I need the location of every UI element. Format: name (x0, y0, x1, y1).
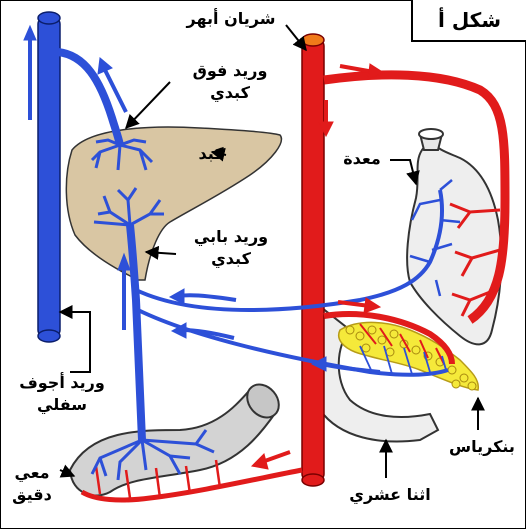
hepatic-vein-label-line2: كبدي (170, 82, 290, 104)
figure-title: شكل أ (411, 0, 526, 42)
vena-cava-label-line2: سفلي (4, 394, 120, 416)
aorta-bottom (302, 474, 324, 486)
aorta-vessel (302, 40, 324, 480)
stomach-shape (407, 140, 501, 344)
portal-vein-label: وريد بابي كبدي (176, 226, 286, 270)
portal-vein-label-line2: كبدي (176, 248, 286, 270)
stomach-label: معدة (334, 148, 390, 170)
duodenum-label: اثنا عشري (340, 484, 440, 506)
aorta-cap (302, 34, 324, 46)
hepatic-vein (58, 52, 120, 145)
liver-label: كبد (186, 143, 236, 165)
vena-cava-top (38, 12, 60, 24)
vena-cava-label: وريد أجوف سفلي (4, 372, 120, 416)
vena-cava-vessel (38, 18, 60, 336)
hepatic-vein-label: وريد فوق كبدي (170, 60, 290, 104)
hepatic-vein-label-line1: وريد فوق (170, 60, 290, 82)
esophagus-opening (419, 129, 443, 139)
small-intestine-label: معي دقيق (4, 462, 60, 506)
vena-cava-bottom (38, 330, 60, 342)
aorta-label: شريان أبهر (176, 8, 286, 30)
small-intestine-label-line1: معي (4, 462, 60, 484)
small-intestine-label-line2: دقيق (4, 484, 60, 506)
pancreas-label: بنكرياس (442, 436, 522, 458)
vena-cava-label-line1: وريد أجوف (4, 372, 120, 394)
portal-vein-label-line1: وريد بابي (176, 226, 286, 248)
